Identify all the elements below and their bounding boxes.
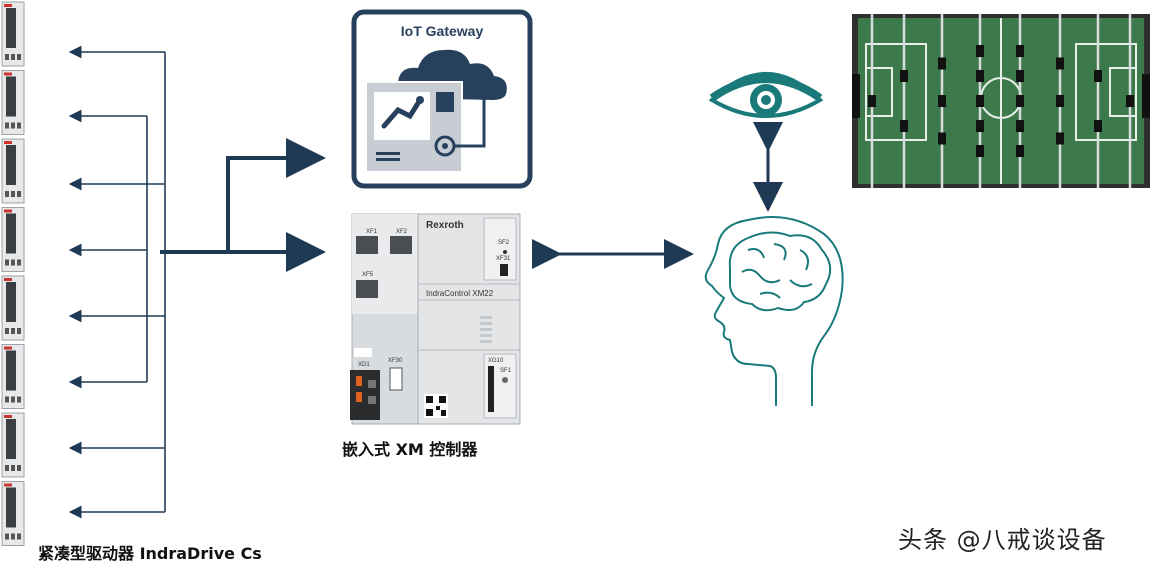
iot-gateway-title: IoT Gateway: [401, 23, 484, 39]
foosball-player: [976, 145, 984, 157]
foosball-player: [1016, 70, 1024, 82]
foosball-player: [900, 70, 908, 82]
controller-caption: 嵌入式 XM 控制器: [342, 440, 478, 459]
xm22-controller: XF1 XF2 XF5 XF30 XD1 Rexroth SF2 XF31 In…: [350, 213, 521, 425]
foosball-player: [1126, 95, 1134, 107]
brain-head-icon: [704, 216, 844, 406]
foosball-player: [976, 70, 984, 82]
machine-panel: [436, 92, 454, 112]
drives-caption: 紧凑型驱动器 IndraDrive Cs: [38, 544, 262, 563]
qr-code: [424, 394, 448, 418]
foosball-player: [938, 57, 946, 70]
label-xg10: XG10: [488, 358, 504, 364]
drive-unit: [1, 1, 25, 67]
drive-connection-lines: [68, 45, 166, 519]
label-xf2: XF2: [396, 229, 408, 235]
ethernet-port-xf1: [356, 236, 378, 254]
drive-unit: [1, 481, 25, 546]
drive-unit: [1, 138, 25, 204]
foosball-player: [1056, 57, 1064, 70]
foosball-player: [1016, 95, 1024, 107]
iot-gateway-icon: IoT Gateway: [351, 9, 533, 189]
label-xf31: XF31: [496, 256, 511, 262]
foosball-player: [868, 95, 876, 107]
foosball-player: [900, 120, 908, 132]
foosball-player: [1016, 120, 1024, 132]
model-label: IndraControl XM22: [426, 289, 494, 298]
label-xf1: XF1: [366, 229, 378, 235]
foosball-player: [938, 95, 946, 107]
label-xd1: XD1: [358, 362, 370, 368]
drives-column: [1, 1, 25, 546]
foosball-player: [1056, 132, 1064, 145]
arrow-to-gateway: [226, 138, 326, 252]
drive-unit: [1, 70, 25, 135]
foosball-player: [1056, 95, 1064, 107]
foosball-table-image: [852, 14, 1150, 188]
foosball-player: [1094, 120, 1102, 132]
drive-unit: [1, 412, 25, 478]
label-sf1: SF1: [500, 368, 512, 374]
ethernet-port-xf2: [390, 236, 412, 254]
label-tag: [354, 348, 372, 357]
controller-links: [160, 138, 326, 272]
sd-card-slot: [488, 366, 494, 412]
label-sf2: SF2: [498, 240, 510, 246]
power-connector: [350, 370, 380, 420]
foosball-player: [976, 120, 984, 132]
robot-arm-icon: [381, 97, 423, 129]
foosball-player: [1094, 70, 1102, 82]
usb-port: [389, 367, 403, 391]
ethernet-port-xf5: [356, 280, 378, 298]
foosball-player: [1016, 45, 1024, 57]
brand-label: Rexroth: [426, 220, 464, 231]
drive-unit: [1, 207, 25, 272]
status-led-panel: [480, 316, 492, 343]
foosball-player: [938, 132, 946, 145]
foosball-player: [976, 95, 984, 107]
eye-icon: [708, 72, 824, 118]
cloud-link: [454, 98, 486, 148]
drive-unit: [1, 275, 25, 341]
drive-unit: [1, 344, 25, 409]
foosball-player: [976, 45, 984, 57]
label-xf5: XF5: [362, 272, 374, 278]
foosball-player: [1016, 145, 1024, 157]
micro-usb-port: [500, 264, 508, 276]
label-xf30: XF30: [388, 358, 403, 364]
watermark: 头条 @八戒谈设备: [898, 526, 1107, 554]
